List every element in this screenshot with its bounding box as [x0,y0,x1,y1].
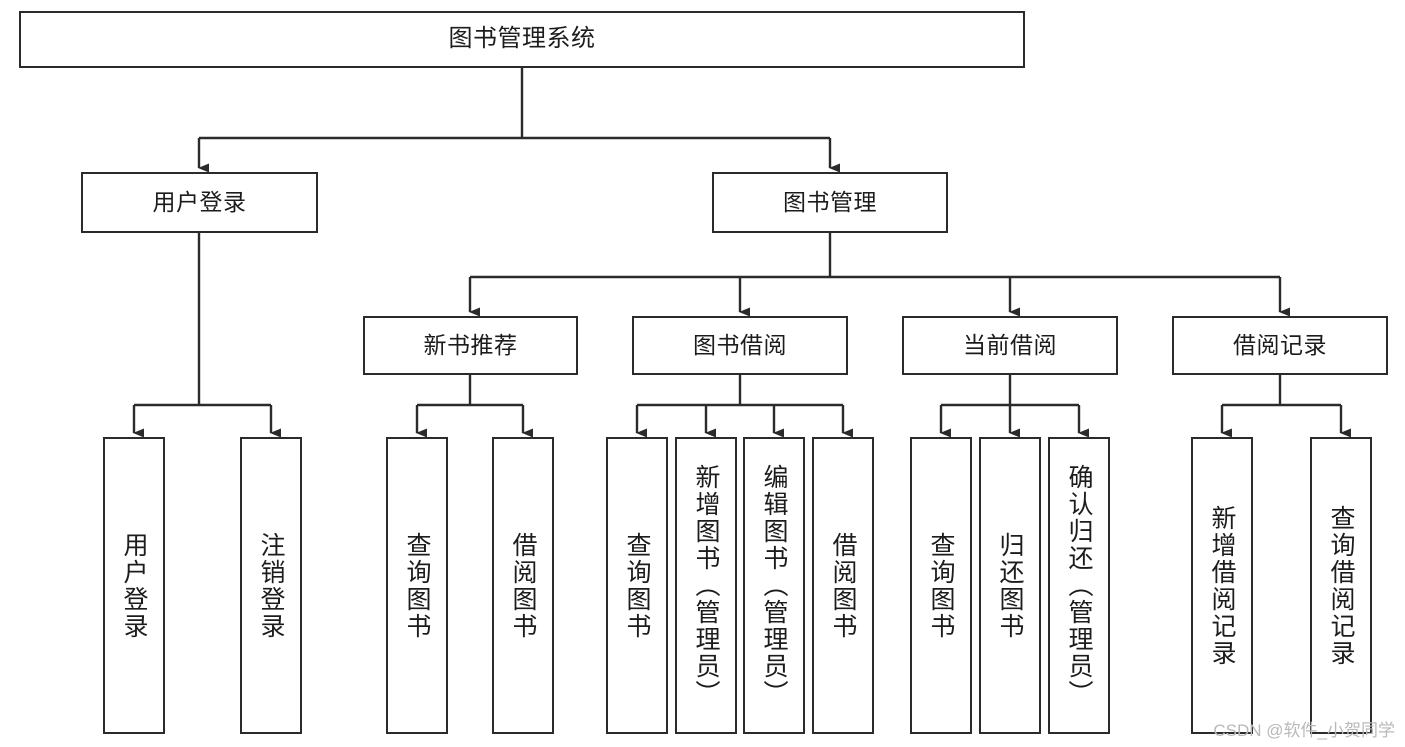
node-root-label: 图书管理系统 [448,25,596,53]
node-leaf-query-book-3[interactable]: 查询图书 [910,437,972,734]
node-user-login-label: 用户登录 [152,188,247,215]
node-leaf-add-book[interactable]: 新增图书（管理员） [675,437,737,734]
node-leaf-logout-label: 注销登录 [257,531,285,640]
node-leaf-add-book-label: 新增图书（管理员） [692,464,720,707]
node-leaf-query-book-3-label: 查询图书 [927,531,955,640]
node-current-borrow[interactable]: 当前借阅 [902,316,1118,375]
node-new-book-recommend[interactable]: 新书推荐 [363,316,578,375]
node-new-book-recommend-label: 新书推荐 [423,331,518,358]
node-leaf-borrow-book-2-label: 借阅图书 [829,531,857,640]
node-leaf-query-book-1[interactable]: 查询图书 [386,437,448,734]
node-current-borrow-label: 当前借阅 [963,331,1057,358]
node-leaf-query-book-1-label: 查询图书 [403,531,431,640]
csdn-watermark: CSDN @软件_小贺同学 [1213,721,1395,740]
node-leaf-query-record[interactable]: 查询借阅记录 [1310,437,1372,734]
node-leaf-user-login-label: 用户登录 [120,531,148,640]
node-leaf-edit-book-label: 编辑图书（管理员） [760,464,788,707]
node-leaf-edit-book[interactable]: 编辑图书（管理员） [743,437,805,734]
node-book-management[interactable]: 图书管理 [712,172,948,233]
node-leaf-borrow-book-2[interactable]: 借阅图书 [812,437,874,734]
node-borrow-record-label: 借阅记录 [1233,331,1327,358]
node-leaf-borrow-book-1[interactable]: 借阅图书 [492,437,554,734]
node-leaf-add-record[interactable]: 新增借阅记录 [1191,437,1253,734]
node-root[interactable]: 图书管理系统 [19,11,1025,68]
node-book-borrow-label: 图书借阅 [693,331,787,358]
node-leaf-add-record-label: 新增借阅记录 [1208,504,1236,667]
node-leaf-user-login[interactable]: 用户登录 [103,437,165,734]
node-leaf-logout[interactable]: 注销登录 [240,437,302,734]
node-leaf-query-record-label: 查询借阅记录 [1327,504,1355,667]
node-leaf-confirm-return[interactable]: 确认归还（管理员） [1048,437,1110,734]
node-leaf-confirm-return-label: 确认归还（管理员） [1065,464,1093,707]
node-leaf-return-book-label: 归还图书 [996,531,1024,640]
node-leaf-query-book-2-label: 查询图书 [623,531,651,640]
node-leaf-return-book[interactable]: 归还图书 [979,437,1041,734]
node-leaf-query-book-2[interactable]: 查询图书 [606,437,668,734]
node-book-management-label: 图书管理 [783,188,877,215]
node-book-borrow[interactable]: 图书借阅 [632,316,848,375]
node-borrow-record[interactable]: 借阅记录 [1172,316,1388,375]
node-user-login[interactable]: 用户登录 [81,172,318,233]
node-leaf-borrow-book-1-label: 借阅图书 [509,531,537,640]
